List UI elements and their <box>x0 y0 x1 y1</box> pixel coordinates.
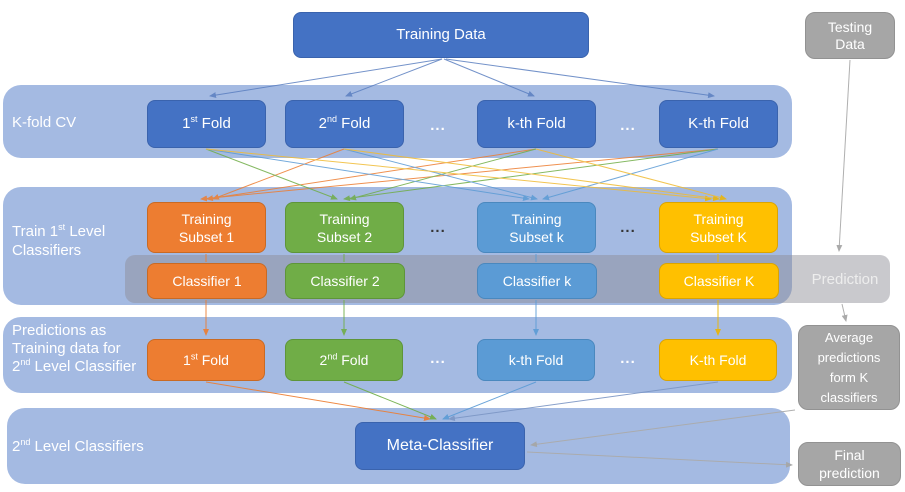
subset-ellipsis-2: ... <box>620 219 636 236</box>
classifier-1-node: Classifier 1 <box>147 263 267 299</box>
train-level1-band-label: Train 1st Level Classifiers <box>12 222 105 260</box>
predictions-label-line2: Training data for <box>12 340 121 357</box>
final-prediction-node: Final prediction <box>798 442 901 486</box>
pred-fold-k-node: k-th Fold <box>477 339 595 381</box>
classifier-K-node: Classifier K <box>659 263 779 299</box>
predictions-label-line1: Predictions as <box>12 322 107 339</box>
kfold-ellipsis-1: ... <box>430 117 446 134</box>
pred-fold-K-node: K-th Fold <box>659 339 777 381</box>
testing-data-line1: Testing <box>827 18 873 35</box>
subset-ellipsis-1: ... <box>430 219 446 236</box>
prediction-strip-label: Prediction <box>811 271 879 288</box>
predictions-band-label: Predictions as Training data for 2nd Lev… <box>12 322 136 376</box>
testing-data-node: Testing Data <box>805 12 895 59</box>
fold-1-node: 1st Fold <box>147 100 266 148</box>
average-predictions-node: Average predictions form K classifiers <box>798 325 900 410</box>
pred-fold-2-node: 2nd Fold <box>285 339 403 381</box>
classifier-k-node: Classifier k <box>477 263 597 299</box>
kfold-ellipsis-2: ... <box>620 117 636 134</box>
level2-band-label: 2nd Level Classifiers <box>12 437 144 456</box>
testing-data-line2: Data <box>835 35 865 52</box>
training-data-label: Training Data <box>396 26 486 43</box>
train-level1-label-line2: Classifiers <box>12 242 82 259</box>
training-data-node: Training Data <box>293 12 589 58</box>
predictions-label-line3: 2nd Level Classifier <box>12 357 137 376</box>
pred-fold-1-node: 1st Fold <box>147 339 265 381</box>
classifier-2-node: Classifier 2 <box>285 263 405 299</box>
train-level1-label-line1: Train 1st Level <box>12 222 106 241</box>
meta-classifier-node: Meta-Classifier <box>355 422 525 470</box>
pred-ellipsis-1: ... <box>430 350 446 367</box>
kfold-band-label: K-fold CV <box>12 114 77 131</box>
fold-K-node: K-th Fold <box>659 100 778 148</box>
pred-ellipsis-2: ... <box>620 350 636 367</box>
fold-2-node: 2nd Fold <box>285 100 404 148</box>
fold-k-node: k-th Fold <box>477 100 596 148</box>
